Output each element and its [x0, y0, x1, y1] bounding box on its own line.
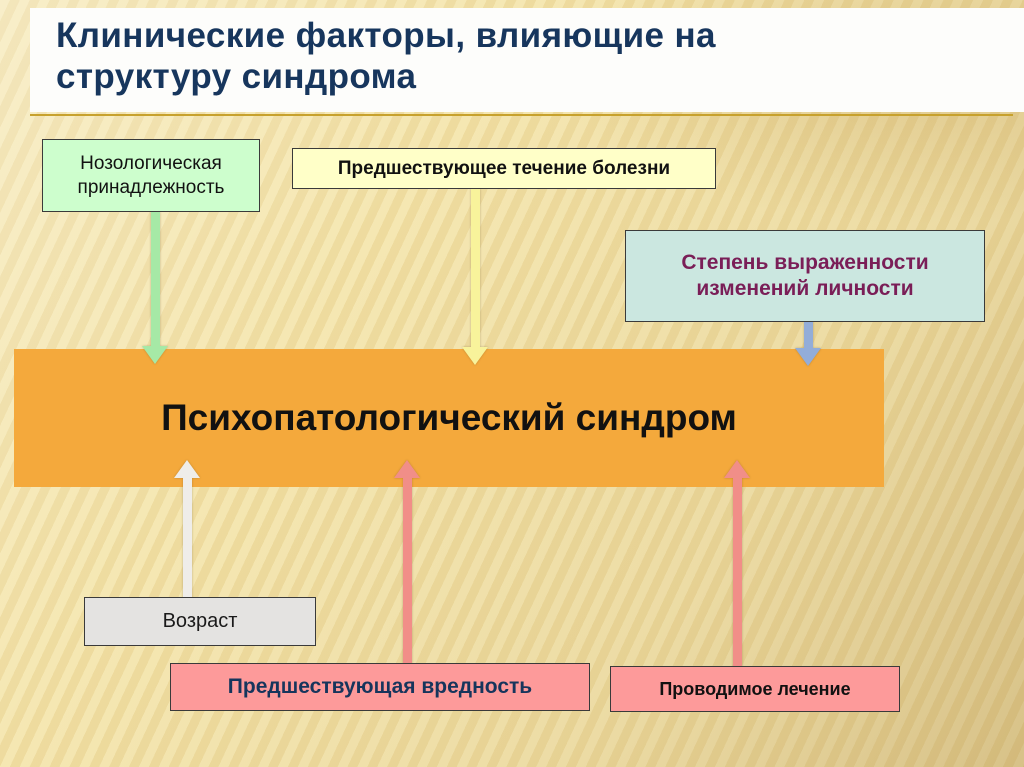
arrow-shaft — [182, 478, 192, 598]
central-syndrome-box: Психопатологический синдром — [14, 349, 884, 487]
arrow-personality-changes — [795, 321, 821, 366]
arrow-nosology — [142, 212, 168, 364]
arrow-shaft — [803, 321, 813, 348]
arrow-shaft — [732, 478, 742, 667]
arrow-shaft — [150, 212, 160, 346]
factor-box-disease-course: Предшествующее течение болезни — [292, 148, 716, 189]
factor-box-prior-harm: Предшествующая вредность — [170, 663, 590, 711]
factor-box-age: Возраст — [84, 597, 316, 646]
factor-box-treatment: Проводимое лечение — [610, 666, 900, 712]
arrow-disease-course — [462, 189, 488, 365]
arrow-shaft — [402, 478, 412, 664]
factor-box-nosology: Нозологическая принадлежность — [42, 139, 260, 212]
arrow-down-head-icon — [462, 347, 488, 365]
factor-box-personality-changes: Степень выраженности изменений личности — [625, 230, 985, 322]
title-underline — [30, 114, 1013, 116]
arrow-down-head-icon — [795, 348, 821, 366]
arrow-up-head-icon — [174, 460, 200, 478]
title-plate: Клинические факторы, влияющие на структу… — [30, 8, 1024, 112]
arrow-up-head-icon — [724, 460, 750, 478]
slide-title: Клинические факторы, влияющие на структу… — [56, 16, 716, 96]
arrow-up-head-icon — [394, 460, 420, 478]
arrow-age — [174, 460, 200, 598]
arrow-shaft — [470, 189, 480, 347]
arrow-down-head-icon — [142, 346, 168, 364]
central-syndrome-label: Психопатологический синдром — [161, 397, 737, 438]
arrow-prior-harm — [394, 460, 420, 664]
arrow-treatment — [724, 460, 750, 667]
